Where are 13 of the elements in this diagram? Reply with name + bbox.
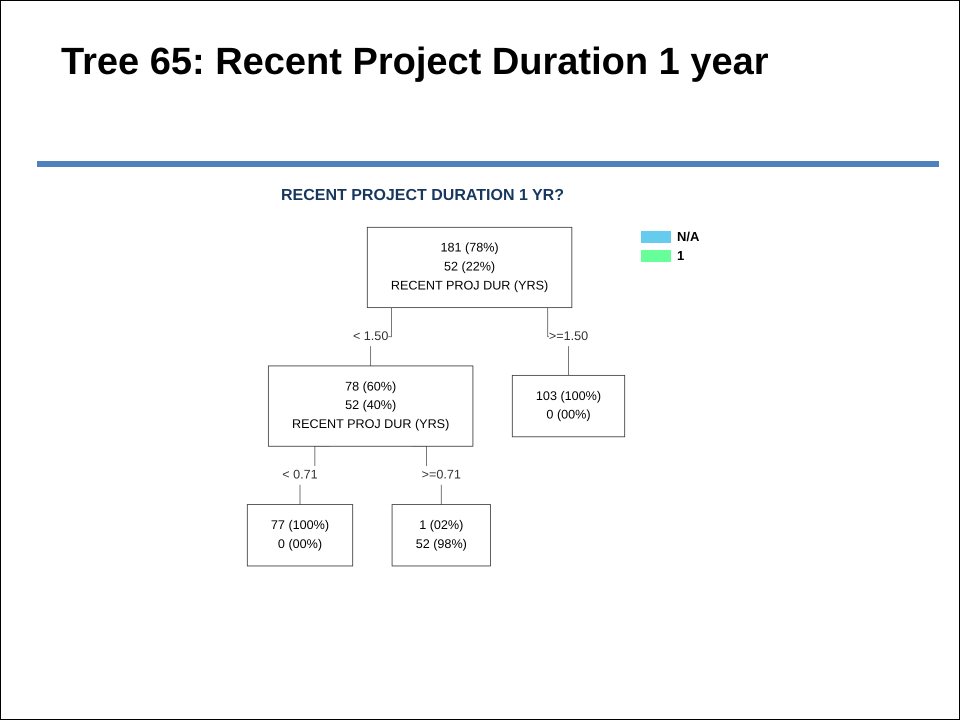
slide-title: Tree 65: Recent Project Duration 1 year bbox=[61, 41, 769, 84]
tree-heading: RECENT PROJECT DURATION 1 YR? bbox=[281, 187, 564, 205]
node-box: 103 (100%) 0 (00%) bbox=[512, 374, 626, 438]
edge-label: < 0.71 bbox=[282, 468, 318, 482]
legend-label: 1 bbox=[677, 248, 684, 263]
edge-label: < 1.50 bbox=[352, 330, 388, 344]
edge-label: >=1.50 bbox=[548, 330, 588, 344]
node-box: 1 (02%) 52 (98%) bbox=[392, 504, 491, 566]
edge-label: >=0.71 bbox=[422, 468, 461, 482]
legend-label: N/A bbox=[677, 229, 700, 244]
node-box: 77 (100%) 0 (00%) bbox=[246, 504, 354, 566]
node-box: 181 (78%) 52 (22%) RECENT PROJ DUR (YRS) bbox=[366, 226, 572, 308]
node-box: 78 (60%) 52 (40%) RECENT PROJ DUR (YRS) bbox=[268, 366, 474, 447]
